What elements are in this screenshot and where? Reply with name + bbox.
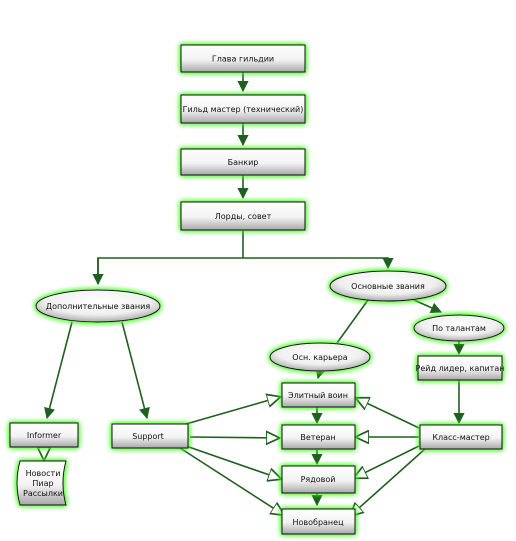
edge-support-to-private (185, 445, 281, 479)
node-guild-master: Гильд мастер (технический) (180, 94, 306, 124)
node-news-line-1: Новости (26, 469, 61, 478)
node-main-ranks: Основные звания (329, 270, 447, 302)
node-lords: Лорды, совет (180, 201, 306, 231)
node-guild-head-label: Глава гильдии (212, 55, 274, 64)
node-banker: Банкир (180, 148, 306, 176)
node-banker-label: Банкир (228, 158, 259, 167)
edge-extra-to-informer (44, 321, 73, 420)
node-support-label: Support (132, 432, 164, 441)
node-news-line-2: Пиар (32, 479, 53, 488)
node-by-talents-label: По талантам (432, 324, 486, 333)
node-news: Новости Пиар Рассылки (16, 460, 67, 506)
edge-main-to-career (336, 299, 369, 344)
node-elite: Элитный воин (281, 382, 356, 408)
node-class-master: Класс-мастер (419, 424, 503, 450)
node-news-line-3: Рассылки (23, 489, 63, 498)
edge-lords-to-main (243, 257, 394, 270)
node-raid-leader: Рейд лидер, капитан (416, 355, 505, 381)
node-extra-ranks-label: Дополнительные звания (46, 302, 151, 311)
node-guild-master-label: Гильд мастер (технический) (183, 105, 304, 114)
node-main-ranks-label: Основные звания (351, 282, 425, 291)
node-recruit: Новобранец (281, 508, 356, 535)
node-class-master-label: Класс-мастер (432, 433, 489, 442)
node-elite-label: Элитный воин (288, 391, 348, 400)
edge-lords-to-split (97, 230, 244, 284)
edge-classmaster-to-elite (356, 398, 420, 429)
node-private-label: Рядовой (301, 475, 336, 484)
node-by-talents: По талантам (413, 314, 505, 342)
edge-classmaster-to-private (354, 445, 420, 478)
node-career-label: Осн. карьера (292, 353, 348, 362)
node-support: Support (111, 423, 189, 449)
edge-career-to-elite (315, 366, 327, 380)
edge-extra-to-support (121, 321, 150, 420)
node-private: Рядовой (281, 465, 356, 494)
edge-support-to-veteran (189, 437, 279, 438)
node-informer-label: Informer (27, 431, 62, 440)
node-guild-head: Глава гильдии (180, 44, 306, 73)
node-career: Осн. карьера (269, 342, 371, 372)
node-extra-ranks: Дополнительные звания (35, 289, 161, 323)
edge-main-to-talents (413, 299, 443, 314)
edge-support-to-elite (185, 397, 280, 425)
edge-classmaster-to-recruit (350, 448, 426, 516)
edge-support-to-recruit (179, 447, 284, 515)
connectors (44, 72, 465, 516)
node-informer: Informer (9, 422, 79, 448)
node-veteran-label: Ветеран (300, 433, 335, 442)
node-veteran: Ветеран (281, 424, 356, 450)
node-raid-leader-label: Рейд лидер, капитан (416, 364, 505, 373)
node-recruit-label: Новобранец (292, 518, 344, 527)
node-lords-label: Лорды, совет (215, 212, 272, 221)
